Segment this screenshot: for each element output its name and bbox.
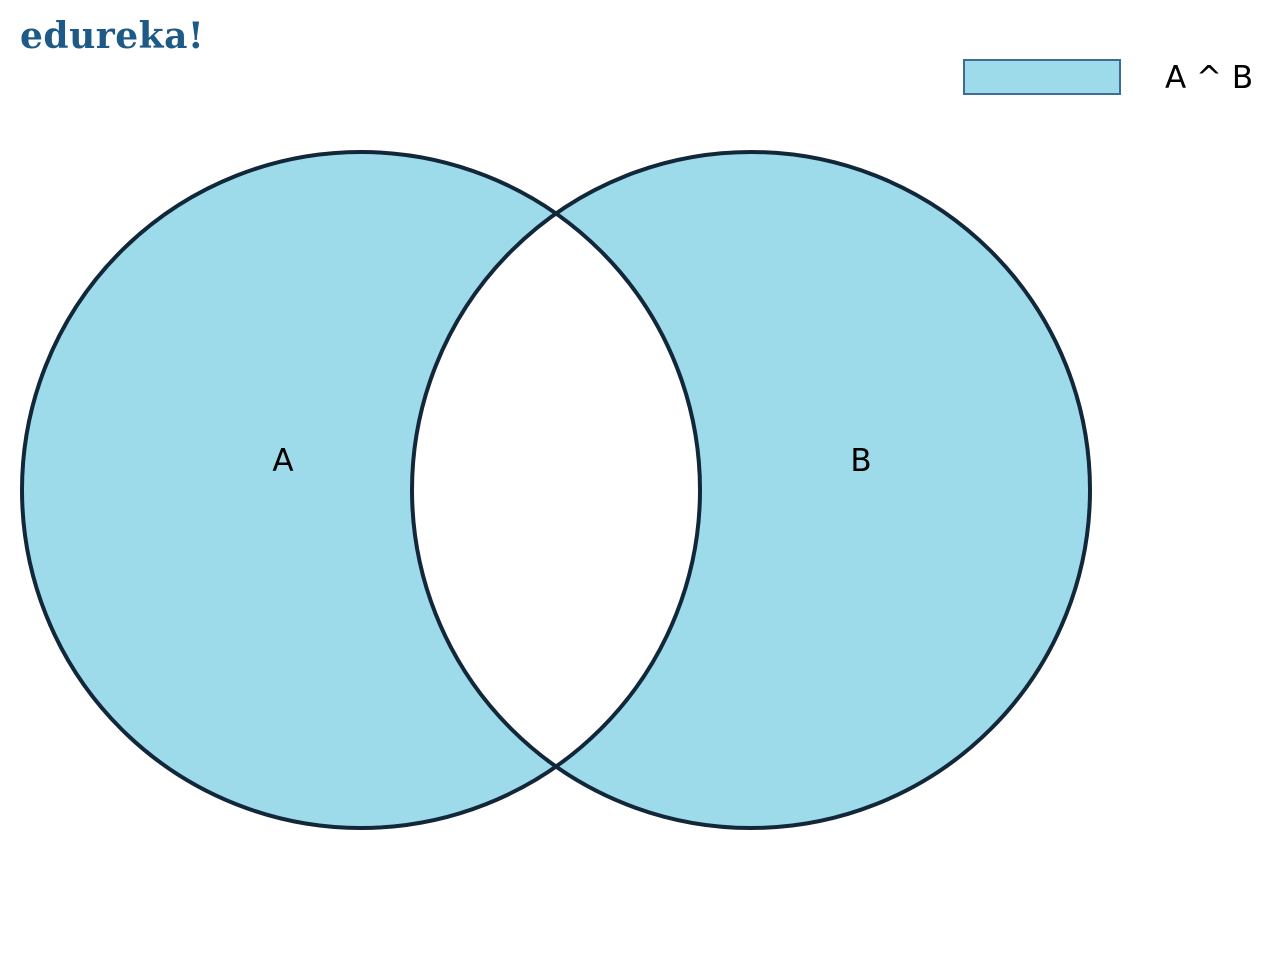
set-a-label: A: [272, 443, 293, 479]
intersection-region: [412, 152, 700, 828]
legend-label: A ^ B: [1165, 60, 1254, 96]
set-a-circle: [20, 150, 702, 830]
edureka-logo: edureka!: [20, 15, 205, 57]
legend-swatch: [963, 59, 1121, 95]
legend: A ^ B: [963, 59, 1265, 99]
set-b-label: B: [850, 443, 871, 479]
set-b-circle: [410, 150, 1092, 830]
symmetric-difference-region: [22, 152, 1090, 828]
